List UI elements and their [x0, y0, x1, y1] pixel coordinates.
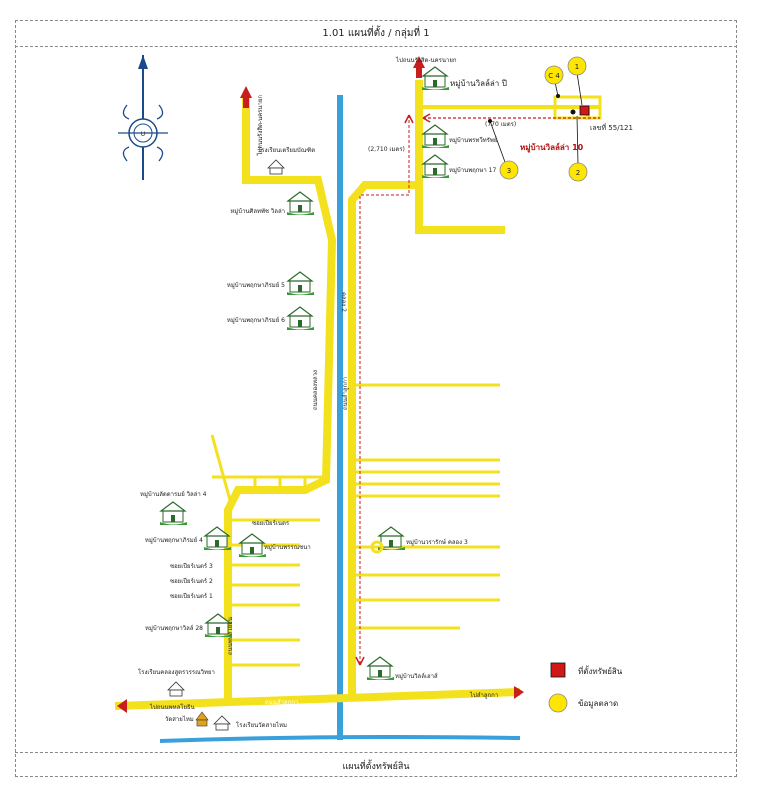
village-icon [421, 124, 450, 149]
village-right-5: หมู่บ้านวรารักษ์ คลอง 3 [406, 538, 468, 546]
village-icon [159, 501, 188, 526]
compass-letter: U [141, 131, 145, 138]
distance-short: (770 เมตร) [485, 121, 516, 128]
village-left-6: หมู่บ้านพฤกษาวิลล์ 28 [145, 624, 203, 632]
village-right-3: หมู่บ้านพฤกษา 17 [449, 167, 496, 174]
label-top-right-direction: ไปถนนรังสิต-นครนายก [395, 56, 457, 64]
temple-icon [195, 711, 209, 727]
soi-label: ซอยเปียร์เนตร์ 1 [170, 592, 213, 600]
label-top-left-direction: ไปถนนรังสิต-นครนายก [256, 95, 264, 157]
west-branches [210, 434, 326, 667]
village-icon [286, 306, 315, 331]
map-header: 1.01 แผนที่ตั้ง / กลุ่มที่ 1 [15, 20, 737, 47]
village-left-4: หมู่บ้านลัดดารมย์ วิลล่า 4 [140, 490, 207, 498]
svg-text:C 4: C 4 [548, 72, 560, 80]
label-main-road: ถนนลำลูกกา [265, 699, 298, 706]
school-bottom-left: โรงเรียนคลองสูตรวรรณวิทยา [138, 668, 215, 676]
compass-rose-icon [118, 55, 168, 180]
svg-text:2: 2 [576, 169, 580, 177]
subject-village: หมู่บ้านวิลล์ล่า 10 [520, 142, 584, 153]
main-road [114, 688, 521, 710]
village-left-1: หมู่บ้านศิลทพัช วิลล่า [230, 208, 285, 215]
distance-long: (2,710 เมตร) [368, 146, 405, 153]
map-footer: แผนที่ตั้งทรัพย์สิน [15, 752, 737, 777]
west-road [224, 95, 337, 700]
village-icon [366, 656, 395, 681]
arrow-bottom-right [514, 686, 524, 699]
arrow-top-right [413, 56, 425, 78]
village-left-5: หมู่บ้านพฤกษาภิรมย์ 4 [145, 536, 203, 544]
school-top: โรงเรียนเตรียมบัณฑิต [258, 146, 315, 154]
label-bottom-right-direction: ไปลำลูกกา [469, 691, 498, 699]
market-marker-3[interactable]: 3 [488, 119, 519, 180]
property-marker[interactable] [579, 105, 590, 116]
label-west-road: ถนนคลองหลวง [312, 370, 319, 410]
village-left-2: หมู่บ้านพฤกษาภิรมย์ 5 [227, 281, 285, 289]
route-long [359, 115, 410, 665]
village-right-6: หมู่บ้านวิลล์เฮาส์ [395, 672, 438, 680]
village-icon [286, 271, 315, 296]
legend-property-label: ที่ตั้งทรัพย์สิน [578, 665, 623, 676]
map-title: 1.01 แผนที่ตั้ง / กลุ่มที่ 1 [322, 28, 430, 39]
canal-bottom [159, 735, 521, 743]
svg-text:3: 3 [507, 167, 511, 175]
school-bottom: โรงเรียนวัดสายไหม [236, 721, 287, 729]
market-marker-1[interactable]: 1 [567, 56, 587, 106]
market-marker-2[interactable]: 2 [568, 115, 588, 182]
east-spur [415, 185, 505, 234]
temple-label: วัดสายไหม [165, 715, 194, 723]
legend-market-swatch [548, 693, 568, 713]
soi-label: ซอยเปียร์เนตร์ 3 [170, 562, 213, 570]
label-bottom-left-direction: ไปถนนพหลโยธิน [149, 703, 195, 711]
east-branches [352, 383, 500, 630]
canal-vertical [337, 95, 343, 740]
legend-property-swatch [550, 662, 566, 678]
soi-label: ซอยเปียร์เนตร์ 2 [170, 577, 213, 585]
market-marker-c4[interactable]: C 4 [544, 65, 564, 98]
plot-label: เลขที่ 55/121 [590, 123, 633, 132]
village-right-1: หมู่บ้านวิลล์ล่า ปี [450, 78, 507, 89]
village-left-3: หมู่บ้านพฤกษาภิรมย์ 6 [227, 316, 285, 324]
legend-market-label: ข้อมูลตลาด [578, 699, 618, 709]
village-icon [421, 66, 450, 91]
arrow-bottom-left [117, 699, 127, 713]
village-right-2: หมู่บ้านพรทวีทรัพย์ [449, 136, 497, 144]
label-east-road: ถนนลำลูกกา [342, 377, 349, 410]
label-canal-bottom: คลองหก [310, 725, 332, 732]
east-road [348, 80, 423, 700]
svg-text:1: 1 [575, 63, 579, 71]
label-canal-top: คลอง 2 [340, 292, 347, 312]
map-frame [15, 20, 737, 777]
village-icon [286, 191, 315, 216]
footer-caption: แผนที่ตั้งทรัพย์สิน [342, 762, 410, 772]
soi-label: ซอยเปียร์เนตร [252, 519, 290, 527]
village-right-4: หมู่บ้านพรรณชนา [264, 544, 311, 551]
village-icon [421, 154, 450, 179]
school-icon [167, 681, 185, 697]
school-icon [213, 715, 231, 731]
village-icon [238, 533, 267, 558]
arrow-top-left [240, 86, 252, 108]
school-icon [267, 159, 285, 175]
